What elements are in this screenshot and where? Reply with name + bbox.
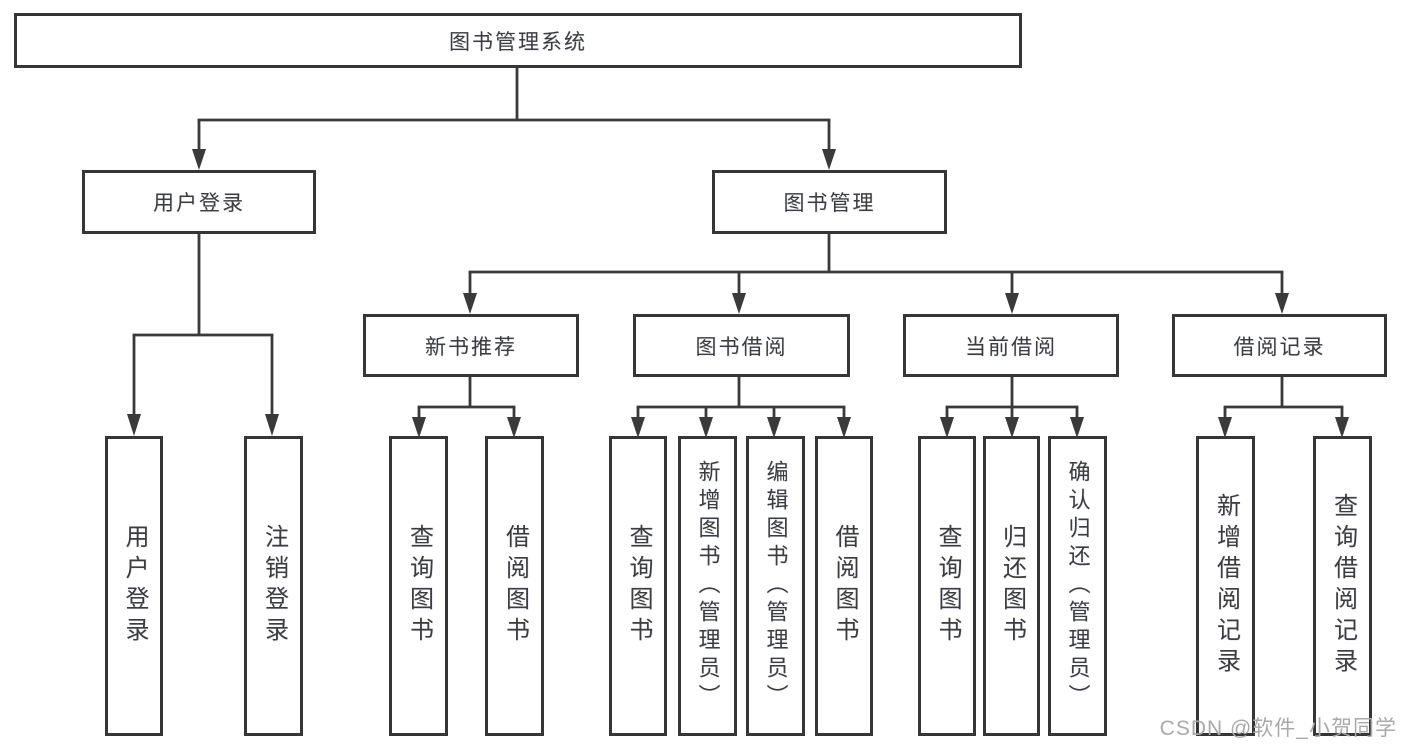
node-book-borrow: 图书借阅 [633, 314, 850, 377]
node-borrow-records: 借阅记录 [1172, 314, 1387, 377]
leaf-borrow-borrow: 借阅图书 [815, 436, 873, 736]
leaf-current-confirm: 确认归还（管理员） [1048, 436, 1107, 736]
leaf-current-return: 归还图书 [983, 436, 1040, 736]
leaf-user-login: 用户登录 [105, 436, 163, 736]
leaf-borrow-edit: 编辑图书（管理员） [746, 436, 805, 736]
leaf-records-add: 新增借阅记录 [1196, 436, 1255, 736]
node-book-mgmt: 图书管理 [712, 170, 947, 234]
leaf-newbook-query: 查询图书 [389, 436, 448, 736]
leaf-current-query: 查询图书 [918, 436, 976, 736]
leaf-borrow-query: 查询图书 [609, 436, 667, 736]
node-new-books: 新书推荐 [363, 314, 579, 377]
watermark: CSDN @软件_小贺同学 [1159, 717, 1397, 740]
node-current-borrow: 当前借阅 [903, 314, 1119, 377]
node-root: 图书管理系统 [14, 13, 1022, 68]
node-user-login: 用户登录 [82, 170, 316, 234]
leaf-borrow-add: 新增图书（管理员） [678, 436, 737, 736]
leaf-records-query: 查询借阅记录 [1313, 436, 1372, 736]
leaf-logout: 注销登录 [244, 436, 303, 736]
leaf-newbook-borrow: 借阅图书 [485, 436, 544, 736]
